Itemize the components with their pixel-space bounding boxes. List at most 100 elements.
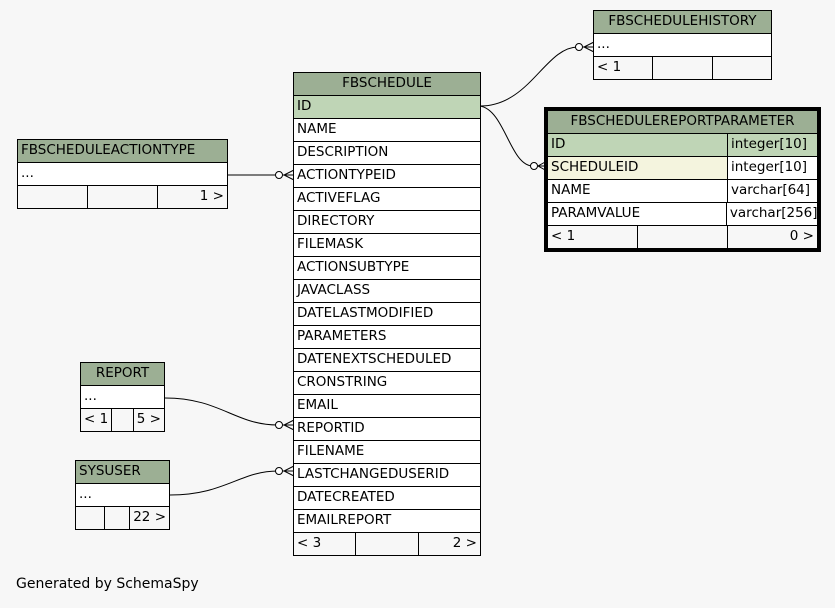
footer-spacer — [104, 507, 129, 529]
child-count — [711, 57, 771, 79]
parent-count — [76, 507, 104, 529]
parent-count — [18, 186, 87, 208]
column-row[interactable]: PARAMVALUE varchar[256] — [548, 203, 817, 226]
column-row[interactable]: ID integer[10] — [548, 134, 817, 157]
edge-optional-marker — [530, 162, 538, 170]
column-type: varchar[256] — [729, 205, 817, 221]
edge-fbschedule-fbschedulehistory — [479, 46, 594, 107]
parent-count[interactable]: < 3 — [297, 535, 322, 551]
column-row[interactable]: ACTIONSUBTYPE — [294, 257, 480, 280]
column-row[interactable]: SCHEDULEID integer[10] — [548, 157, 817, 180]
generated-by-label: Generated by SchemaSpy — [16, 576, 199, 592]
table-header[interactable]: FBSCHEDULEACTIONTYPE — [18, 140, 227, 163]
edge-crowfoot-marker — [536, 160, 548, 172]
edge-optional-marker — [575, 43, 583, 51]
column-row[interactable]: ACTIONTYPEID — [294, 165, 480, 188]
column-type: integer[10] — [731, 136, 808, 152]
edge-optional-marker — [275, 421, 283, 429]
column-name: CRONSTRING — [297, 374, 388, 390]
column-name: SCHEDULEID — [548, 157, 728, 179]
column-name: FILENAME — [297, 443, 365, 459]
footer-spacer — [87, 186, 157, 208]
columns-ellipsis: ... — [21, 165, 34, 181]
column-row[interactable]: ... — [594, 34, 771, 57]
footer-spacer — [637, 226, 727, 248]
column-row[interactable]: PARAMETERS — [294, 326, 480, 349]
footer-spacer — [652, 57, 711, 79]
column-row[interactable]: ... — [76, 484, 169, 507]
column-name: LASTCHANGEDUSERID — [297, 466, 450, 482]
column-name: PARAMETERS — [297, 328, 387, 344]
table-fbschedulereportparameter[interactable]: FBSCHEDULEREPORTPARAMETER ID integer[10]… — [544, 107, 821, 252]
column-name: PARAMVALUE — [548, 203, 727, 225]
column-row[interactable]: EMAILREPORT — [294, 510, 480, 533]
column-row[interactable]: NAME varchar[64] — [548, 180, 817, 203]
parent-count[interactable]: < 1 — [84, 411, 109, 427]
table-header[interactable]: REPORT — [81, 363, 164, 386]
column-name: JAVACLASS — [297, 282, 371, 298]
columns-ellipsis: ... — [84, 388, 97, 404]
footer-spacer — [111, 409, 133, 431]
column-row[interactable]: FILENAME — [294, 441, 480, 464]
child-count[interactable]: 1 > — [157, 186, 227, 208]
column-row[interactable]: ID — [294, 96, 480, 119]
edge-fbschedule-reportparameter — [479, 105, 547, 167]
column-row[interactable]: DESCRIPTION — [294, 142, 480, 165]
table-header[interactable]: FBSCHEDULE — [294, 73, 480, 96]
column-name: NAME — [297, 121, 337, 137]
parent-count[interactable]: < 1 — [597, 59, 622, 75]
column-name: DESCRIPTION — [297, 144, 389, 160]
column-row[interactable]: DATECREATED — [294, 487, 480, 510]
column-name: ACTIVEFLAG — [297, 190, 381, 206]
column-type: integer[10] — [731, 159, 808, 175]
column-row[interactable]: NAME — [294, 119, 480, 142]
column-name: DATECREATED — [297, 489, 395, 505]
column-name: EMAIL — [297, 397, 338, 413]
table-report[interactable]: REPORT ... < 1 5 > — [80, 362, 165, 432]
child-count[interactable]: 5 > — [132, 409, 164, 431]
parent-count[interactable]: < 1 — [551, 228, 576, 244]
column-name: EMAILREPORT — [297, 512, 392, 528]
table-footer: 22 > — [76, 507, 169, 529]
column-name: ID — [548, 134, 728, 156]
column-row[interactable]: REPORTID — [294, 418, 480, 441]
column-row[interactable]: ACTIVEFLAG — [294, 188, 480, 211]
column-row[interactable]: DIRECTORY — [294, 211, 480, 234]
column-row[interactable]: DATENEXTSCHEDULED — [294, 349, 480, 372]
column-row[interactable]: ... — [18, 163, 227, 186]
column-row[interactable]: LASTCHANGEDUSERID — [294, 464, 480, 487]
column-name: NAME — [548, 180, 728, 202]
column-row[interactable]: CRONSTRING — [294, 372, 480, 395]
table-footer: < 1 — [594, 57, 771, 79]
footer-spacer — [355, 533, 417, 555]
child-count[interactable]: 22 > — [129, 507, 169, 529]
column-name: DIRECTORY — [297, 213, 375, 229]
table-fbscheduleactiontype[interactable]: FBSCHEDULEACTIONTYPE ... 1 > — [17, 139, 228, 209]
columns-ellipsis: ... — [597, 36, 610, 52]
child-count[interactable]: 2 > — [417, 533, 480, 555]
table-footer: 1 > — [18, 186, 227, 208]
table-footer: < 1 0 > — [548, 226, 817, 248]
child-count[interactable]: 0 > — [727, 226, 817, 248]
table-header[interactable]: SYSUSER — [76, 461, 169, 484]
column-row[interactable]: DATELASTMODIFIED — [294, 303, 480, 326]
column-name: ID — [297, 98, 312, 114]
table-fbschedule[interactable]: FBSCHEDULE ID NAME DESCRIPTION ACTIONTYP… — [293, 72, 481, 556]
column-row[interactable]: ... — [81, 386, 164, 409]
column-name: ACTIONSUBTYPE — [297, 259, 410, 275]
column-row[interactable]: JAVACLASS — [294, 280, 480, 303]
table-sysuser[interactable]: SYSUSER ... 22 > — [75, 460, 170, 530]
column-row[interactable]: FILEMASK — [294, 234, 480, 257]
column-row[interactable]: EMAIL — [294, 395, 480, 418]
edge-optional-marker — [275, 467, 283, 475]
column-type: varchar[64] — [731, 182, 811, 198]
table-header[interactable]: FBSCHEDULEHISTORY — [594, 11, 771, 34]
table-fbschedulehistory[interactable]: FBSCHEDULEHISTORY ... < 1 — [593, 10, 772, 80]
table-footer: < 3 2 > — [294, 533, 480, 555]
column-name: DATELASTMODIFIED — [297, 305, 434, 321]
table-header[interactable]: FBSCHEDULEREPORTPARAMETER — [548, 111, 817, 134]
table-footer: < 1 5 > — [81, 409, 164, 431]
columns-ellipsis: ... — [79, 486, 92, 502]
edge-report-fbschedule — [164, 397, 294, 426]
edge-optional-marker — [275, 171, 283, 179]
